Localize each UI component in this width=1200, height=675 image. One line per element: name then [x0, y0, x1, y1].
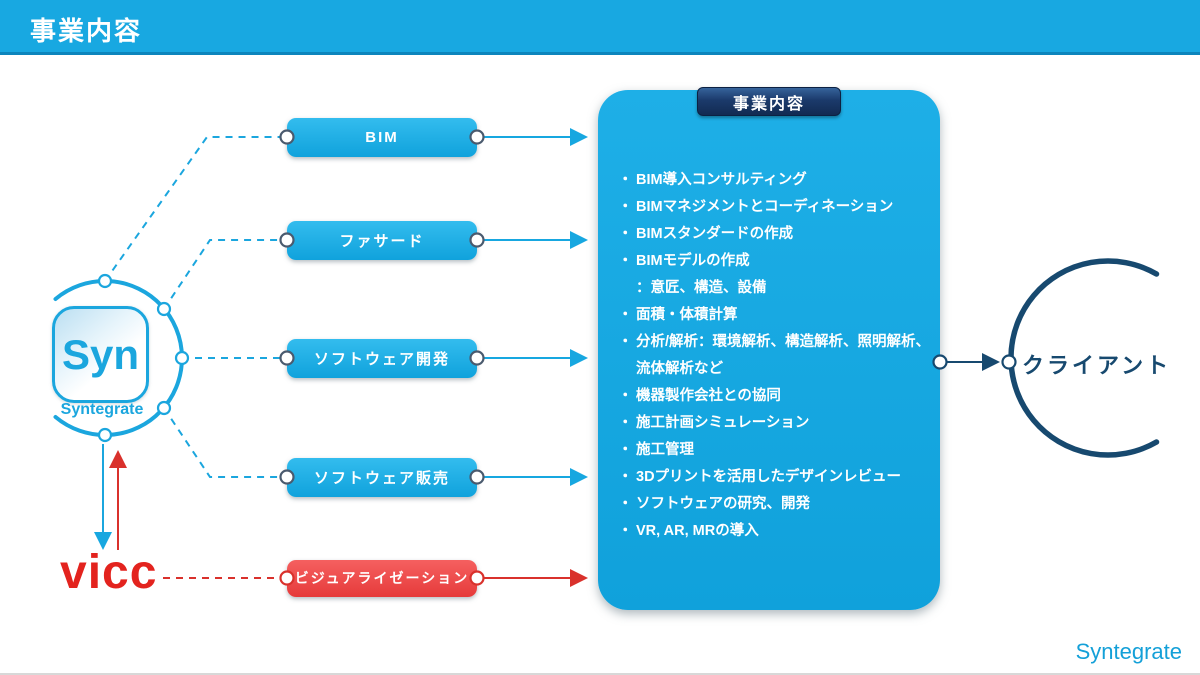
node-bim: BIM: [287, 117, 477, 157]
connector-hub-software-sales: [163, 407, 281, 478]
list-item-bullet: ・: [618, 307, 633, 323]
list-item: ・面積・体積計算: [618, 302, 930, 329]
list-item-text: 面積・体積計算: [636, 307, 738, 323]
list-item-text: ：意匠、構造、設備: [636, 280, 767, 296]
hub-node-right: [174, 350, 190, 366]
hub-node-top: [97, 273, 113, 289]
node-circle: [1001, 354, 1017, 370]
node-visualization: ビジュアライゼーション: [287, 559, 477, 597]
list-item-bullet: ・: [618, 442, 633, 458]
service-list: ・BIM導入コンサルティング・BIMマネジメントとコーディネーション・BIMスタ…: [618, 167, 930, 545]
list-item-bullet: ・: [618, 334, 633, 350]
client-label: クライアント: [1022, 353, 1172, 378]
list-item-text: VR, AR, MRの導入: [636, 523, 759, 539]
footer-brand: Syntegrate: [1075, 639, 1182, 664]
list-item-text: 3Dプリントを活用したデザインレビュー: [636, 469, 902, 485]
syntegrate-logo: Syn: [52, 306, 149, 403]
list-item-bullet: ・: [618, 523, 633, 539]
list-item: ・BIMモデルの作成: [618, 248, 930, 275]
list-item-text: 流体解析など: [636, 361, 723, 377]
connector-hub-facade: [163, 239, 281, 310]
list-item: ・BIMスタンダードの作成: [618, 221, 930, 248]
list-item: ・ソフトウェアの研究、開発: [618, 491, 930, 518]
list-item-bullet: ・: [618, 226, 633, 242]
list-item: ・施工管理: [618, 437, 930, 464]
header-bar: 事業内容: [0, 0, 1200, 55]
list-item: ・BIM導入コンサルティング: [618, 167, 930, 194]
list-item-bullet: ・: [618, 388, 633, 404]
service-panel: [598, 90, 940, 610]
list-item-text: BIMマネジメントとコーディネーション: [636, 199, 894, 215]
list-item-bullet: ・: [618, 496, 633, 512]
vicc-logo: vicc: [60, 546, 158, 599]
list-item-text: BIM導入コンサルティング: [636, 172, 807, 188]
list-item: ・BIMマネジメントとコーディネーション: [618, 194, 930, 221]
syntegrate-logo-mark: Syn: [61, 330, 140, 378]
list-item-bullet: ・: [618, 172, 633, 188]
page-title: 事業内容: [30, 16, 143, 46]
connector-hub-bim: [104, 136, 281, 282]
list-item-bullet: [618, 275, 636, 302]
list-item-text: 機器製作会社との協同: [636, 388, 781, 404]
list-item-bullet: [618, 356, 636, 383]
list-item: ・施工計画シミュレーション: [618, 410, 930, 437]
node-software-dev: ソフトウェア開発: [287, 338, 477, 378]
list-item: 流体解析など: [618, 356, 930, 383]
service-panel-badge: 事業内容: [697, 87, 841, 116]
list-item: ・機器製作会社との協同: [618, 383, 930, 410]
node-facade: ファサード: [287, 220, 477, 260]
list-item-bullet: ・: [618, 469, 633, 485]
list-item-text: BIMスタンダードの作成: [636, 226, 794, 242]
list-item-bullet: ・: [618, 253, 633, 269]
list-item-text: BIMモデルの作成: [636, 253, 750, 269]
list-item: ・3Dプリントを活用したデザインレビュー: [618, 464, 930, 491]
list-item-bullet: ・: [618, 415, 633, 431]
button-nodes: [279, 129, 485, 485]
syntegrate-logo-label: Syntegrate: [60, 401, 144, 418]
list-item: ：意匠、構造、設備: [618, 275, 930, 302]
hub-node-bottom: [97, 427, 113, 443]
list-item-bullet: ・: [618, 199, 633, 215]
list-item: ・VR, AR, MRの導入: [618, 518, 930, 545]
list-item-text: ソフトウェアの研究、開発: [636, 496, 810, 512]
hub-node-upper-right: [156, 301, 172, 317]
list-item-text: 分析/解析：環境解析、構造解析、照明解析、: [636, 334, 931, 350]
node-software-sales: ソフトウェア販売: [287, 457, 477, 497]
list-item-text: 施工管理: [636, 442, 694, 458]
list-item: ・分析/解析：環境解析、構造解析、照明解析、: [618, 329, 930, 356]
list-item-text: 施工計画シミュレーション: [636, 415, 810, 431]
client-nodes: [932, 354, 1017, 370]
